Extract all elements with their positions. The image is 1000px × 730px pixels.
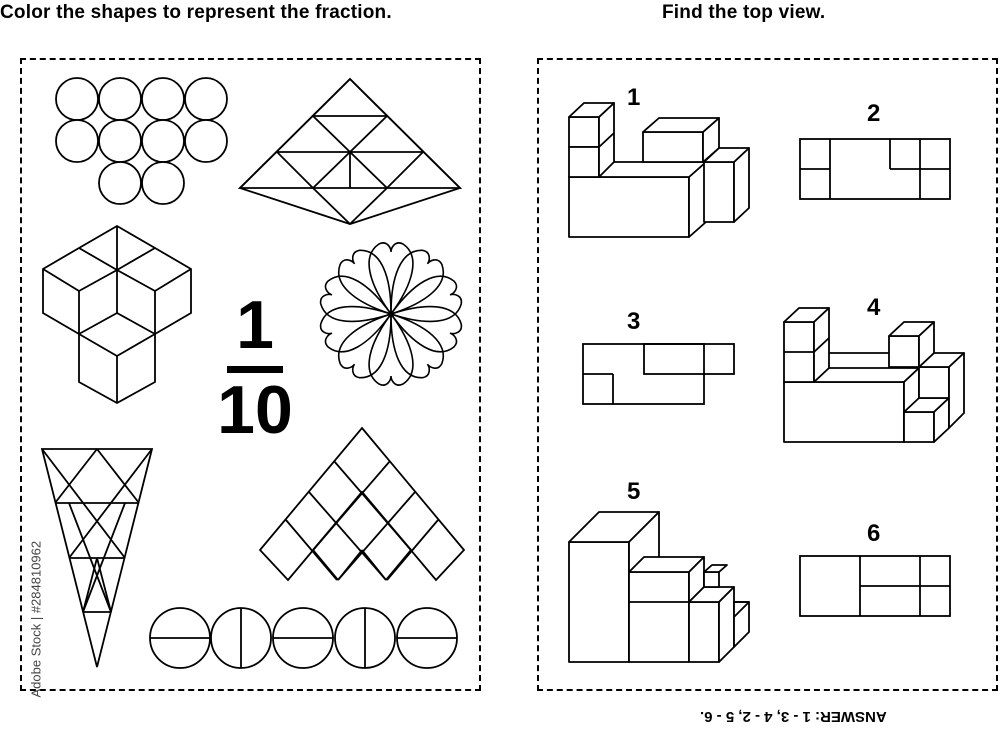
- answer-key-text: ANSWER: 1 - 3, 4 - 2, 5 - 6.: [700, 708, 887, 725]
- fraction-display: 1 10: [205, 290, 305, 445]
- fraction-panel: [20, 58, 481, 691]
- item-number-5: 5: [627, 478, 641, 505]
- left-heading: Color the shapes to represent the fracti…: [0, 2, 392, 23]
- fraction-bar: [227, 366, 283, 373]
- item-number-4: 4: [867, 294, 881, 321]
- item-number-2: 2: [867, 100, 881, 127]
- item-number-3: 3: [627, 308, 641, 335]
- item-number-1: 1: [627, 84, 641, 111]
- fraction-numerator: 1: [236, 287, 274, 363]
- item-number-6: 6: [867, 520, 881, 547]
- top-view-panel: [537, 58, 998, 691]
- stock-credit-watermark: Adobe Stock | #284810962: [28, 540, 44, 698]
- fraction-denominator: 10: [217, 372, 293, 448]
- right-heading: Find the top view.: [662, 2, 826, 23]
